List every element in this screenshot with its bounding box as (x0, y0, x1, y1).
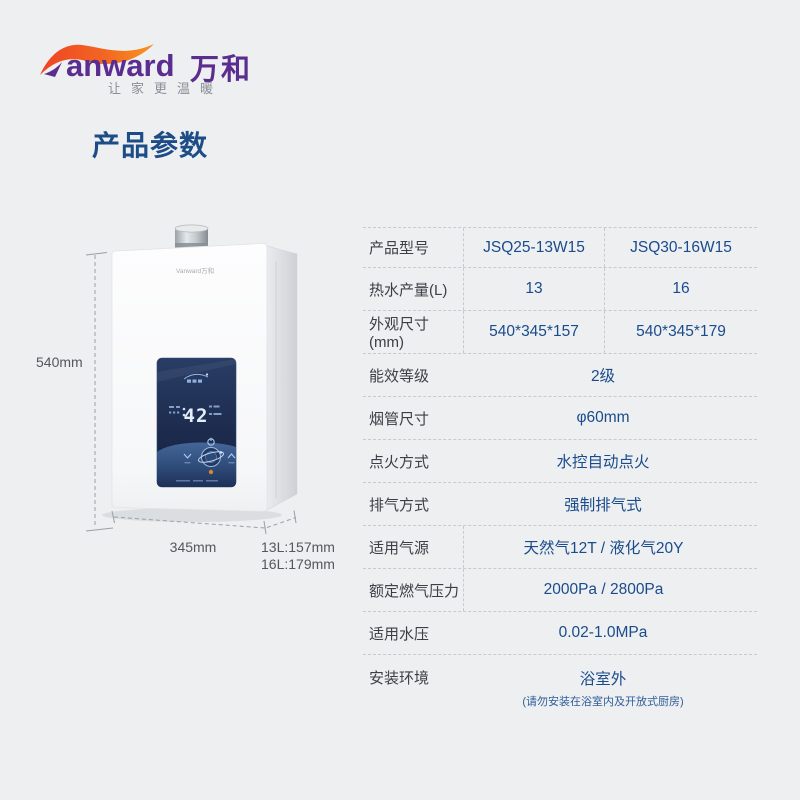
brand-logo-chinese: 万和 (190, 54, 253, 86)
dimension-depth-16l: 16L:179mm (261, 556, 335, 572)
table-row: 适用水压 0.02-1.0MPa (363, 612, 757, 655)
dimension-lines (85, 252, 297, 535)
row-label: 适用水压 (369, 625, 430, 643)
panel-footer-text (176, 480, 218, 482)
row-value: 水控自动点火 (556, 454, 650, 471)
table-row: 能效等级 2级 (363, 354, 757, 397)
table-row: 产品型号 JSQ25-13W15 JSQ30-16W15 (363, 227, 757, 268)
dimension-depth-label: 13L:157mm 16L:179mm (261, 539, 339, 573)
temp-down-icon (183, 453, 192, 464)
row-note: (请勿安装在浴室内及开放式厨房) (522, 696, 684, 708)
row-value: 16 (604, 268, 757, 310)
temperature-display: 42 (169, 405, 222, 427)
page-title: 产品参数 (92, 130, 209, 161)
row-value: 13 (463, 268, 604, 310)
temp-up-icon (227, 453, 236, 464)
table-row: 适用气源 天然气12T / 液化气20Y (363, 526, 757, 569)
row-value: 540*345*179 (604, 311, 757, 353)
unit-brand-label: Vanward万和 (176, 266, 214, 275)
control-panel: 42 (156, 357, 237, 488)
row-label: 额定燃气压力 (369, 582, 460, 600)
brand-logo: anward 万和 让家更温暖 (0, 0, 300, 110)
water-heater-illustration: Vanward万和 42 (85, 224, 298, 535)
row-label: 适用气源 (369, 539, 430, 557)
table-row: 额定燃气压力 2000Pa / 2800Pa (363, 569, 757, 612)
row-value-group: 浴室外 (请勿安装在浴室内及开放式厨房) (463, 667, 757, 709)
vanward-swoosh-icon (40, 44, 154, 77)
row-label: 排气方式 (369, 496, 430, 514)
row-label: 外观尺寸(mm) (369, 316, 430, 351)
row-value: 浴室外 (579, 671, 627, 688)
status-indicator-dot (208, 469, 214, 475)
dimension-depth-13l: 13L:157mm (261, 539, 335, 555)
table-row: 热水产量(L) 13 16 (363, 268, 757, 311)
brand-tagline: 让家更温暖 (108, 81, 224, 96)
row-value: 天然气12T / 液化气20Y (463, 526, 757, 568)
row-label: 热水产量(L) (369, 281, 448, 299)
spec-table: 产品型号 JSQ25-13W15 JSQ30-16W15 热水产量(L) 13 … (363, 227, 757, 722)
table-row: 排气方式 强制排气式 (363, 483, 757, 526)
row-label: 能效等级 (369, 367, 430, 385)
panel-badge-icon (183, 373, 209, 383)
row-value: 0.02-1.0MPa (558, 624, 648, 641)
temperature-value: 42 (184, 405, 209, 427)
row-value: 强制排气式 (564, 497, 642, 514)
row-label: 产品型号 (369, 240, 430, 257)
row-value-model-1: JSQ25-13W15 (463, 228, 604, 267)
row-label: 烟管尺寸 (369, 410, 430, 428)
unit-side-face (266, 245, 298, 511)
table-row: 安装环境 浴室外 (请勿安装在浴室内及开放式厨房) (363, 655, 757, 722)
brand-logo-latin: anward (66, 48, 175, 83)
table-row: 点火方式 水控自动点火 (363, 440, 757, 483)
row-label: 点火方式 (369, 453, 430, 471)
table-row: 外观尺寸(mm) 540*345*157 540*345*179 (363, 311, 757, 354)
row-value: 540*345*157 (463, 311, 604, 353)
row-value: 2000Pa / 2800Pa (463, 569, 757, 611)
unit-shadow (102, 508, 282, 522)
row-value-model-2: JSQ30-16W15 (604, 228, 757, 267)
control-dial (197, 447, 225, 467)
dimension-width-label: 345mm (169, 539, 217, 555)
table-row: 烟管尺寸 φ60mm (363, 397, 757, 440)
row-value: φ60mm (576, 409, 630, 426)
row-label: 安装环境 (369, 670, 430, 687)
dimension-height-label: 540mm (36, 354, 83, 370)
row-value: 2级 (590, 368, 616, 385)
